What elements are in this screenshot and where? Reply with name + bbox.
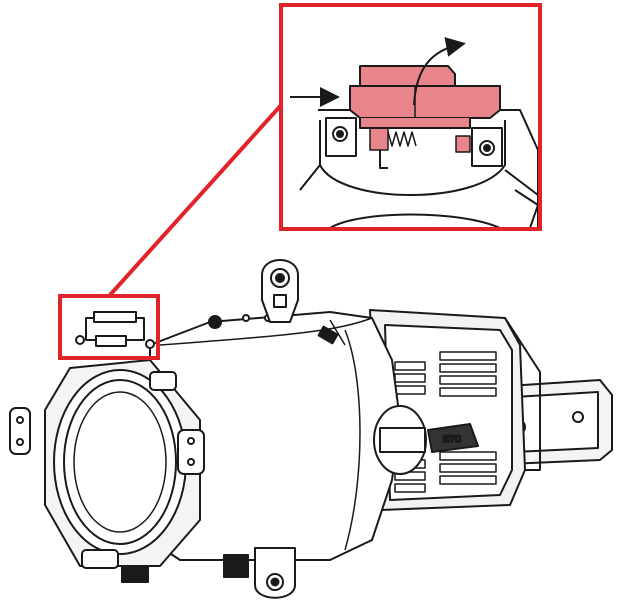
vent-slots-lower [394, 451, 497, 493]
top-mounting-tab [261, 259, 299, 323]
lift-arrow-icon [413, 37, 466, 106]
yoke-lock-knob: ETC [373, 405, 479, 475]
fixture-body: ETC [9, 259, 613, 599]
brand-badge [427, 423, 479, 453]
gel-frame-latch [75, 311, 155, 349]
bottom-mounting-tab [121, 547, 296, 599]
highlight-box-small [58, 294, 160, 360]
vent-slots-upper [394, 351, 497, 397]
zoom-inset [279, 3, 542, 231]
brand-badge-text: ETC [443, 434, 462, 444]
latch-spring [369, 127, 471, 153]
callout-connector-line [108, 101, 285, 297]
release-latch-highlighted [349, 65, 501, 129]
front-lens-ring [9, 359, 205, 569]
